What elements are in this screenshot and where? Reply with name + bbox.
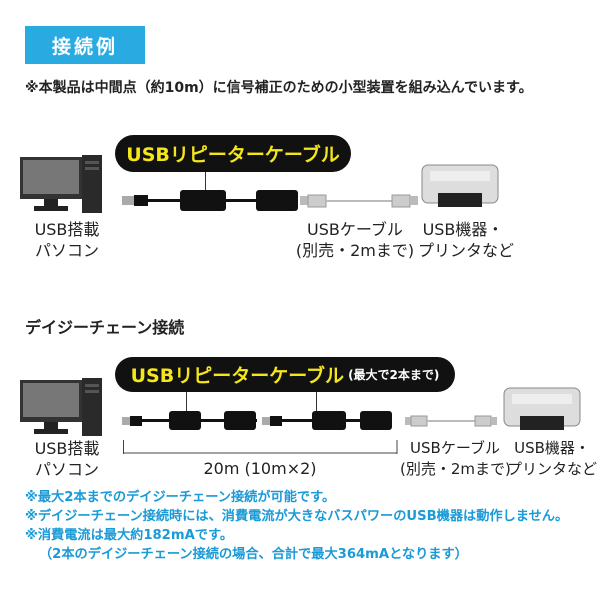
pc-label-line: USB搭載 — [34, 220, 100, 239]
pc-label: USB搭載パソコン — [22, 219, 112, 261]
printer-icon — [503, 387, 581, 430]
repeater-cable-icon — [262, 411, 392, 430]
note-item: ※最大2本までのデイジーチェーン接続が可能です。 — [25, 490, 336, 505]
usb-cable-icon — [405, 415, 497, 427]
pc-label-line: パソコン — [34, 241, 99, 260]
callout-line — [205, 172, 206, 192]
cable-label: USBケーブル (別売・2mまで) — [400, 438, 511, 480]
callout-line — [186, 392, 187, 412]
cable-label-line: USBケーブル — [410, 439, 500, 457]
pc-icon — [20, 155, 102, 213]
callout-line — [316, 392, 317, 412]
daisy-chain-heading: デイジーチェーン接続 — [25, 318, 185, 337]
device-label: USB機器・プリンタなど — [418, 219, 515, 261]
cable-label: USBケーブル (別売・2mまで) — [295, 219, 415, 261]
note-item: （2本のデイジーチェーン接続の場合、合計で最大364mAとなります） — [39, 547, 468, 562]
length-measure-line — [123, 440, 398, 454]
cable-label-line: USBケーブル — [307, 220, 403, 239]
pc-icon — [20, 378, 102, 436]
pc-label-line: USB搭載 — [34, 439, 100, 458]
note-item: ※消費電流は最大約182mAです。 — [25, 528, 234, 543]
product-note: ※本製品は中間点（約10m）に信号補正のための小型装置を組み込んでいます。 — [25, 80, 533, 96]
pc-label: USB搭載パソコン — [22, 438, 112, 480]
cable-label-line: (別売・2mまで) — [400, 460, 511, 478]
product-label-sub: (最大で2本まで) — [348, 368, 440, 382]
product-label: USBリピーターケーブル — [130, 365, 345, 387]
repeater-cable-icon — [122, 190, 298, 211]
length-label: 20m (10m×2) — [203, 459, 317, 478]
device-label: USB機器・プリンタなど — [507, 438, 597, 480]
product-label-pill: USBリピーターケーブル(最大で2本まで) — [115, 357, 455, 392]
device-label-line: USB機器・ — [514, 439, 590, 457]
device-label-line: USB機器・ — [422, 220, 504, 239]
product-label: USBリピーターケーブル — [126, 144, 340, 166]
notes-list: ※最大2本までのデイジーチェーン接続が可能です。 ※デイジーチェーン接続時には、… — [25, 488, 568, 564]
note-item: ※デイジーチェーン接続時には、消費電流が大きなバスパワーのUSB機器は動作しませ… — [25, 509, 569, 524]
usb-cable-icon — [300, 194, 418, 208]
product-label-pill: USBリピーターケーブル — [115, 135, 351, 172]
section-title-badge: 接続例 — [25, 26, 145, 64]
printer-icon — [421, 164, 499, 207]
pc-label-line: パソコン — [34, 460, 99, 479]
device-label-line: プリンタなど — [418, 241, 515, 260]
device-label-line: プリンタなど — [507, 460, 598, 478]
cable-label-line: (別売・2mまで) — [295, 241, 415, 260]
repeater-cable-icon — [122, 411, 257, 430]
